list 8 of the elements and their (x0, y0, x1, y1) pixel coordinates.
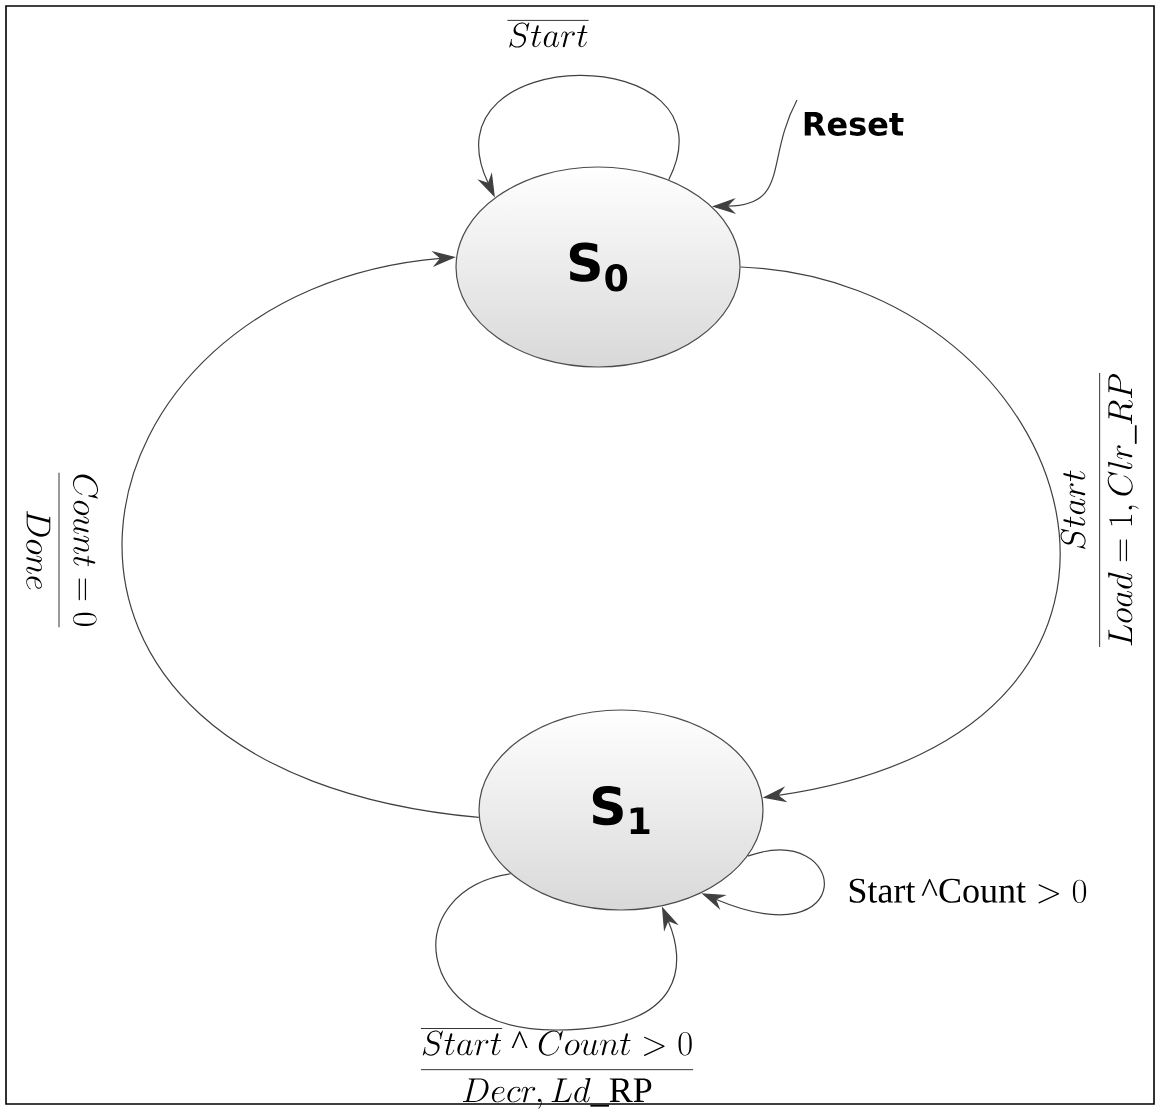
edge-label: $\frac{\overline{Start}\mbox{ \textasciicircum{} }Count>0}{Decr,Ld\mbox{\_}\mathrm{RP}}$ (420, 1028, 694, 1109)
edge-label: $\overline{Start}$ (507, 20, 589, 48)
edge-label: Reset (804, 112, 904, 136)
edge-label: $\mathrm{Start}\,\mbox{\textasciicircum}\mathrm{Count}>0$ (849, 878, 1087, 904)
arrow (740, 266, 1060, 803)
arrow (121, 251, 480, 819)
edge-label: $\frac{Count=0}{Done}$ (26, 472, 99, 628)
edge-label: $\frac{Start}{Load=1,Clr\_RP}$ (1060, 373, 1139, 647)
